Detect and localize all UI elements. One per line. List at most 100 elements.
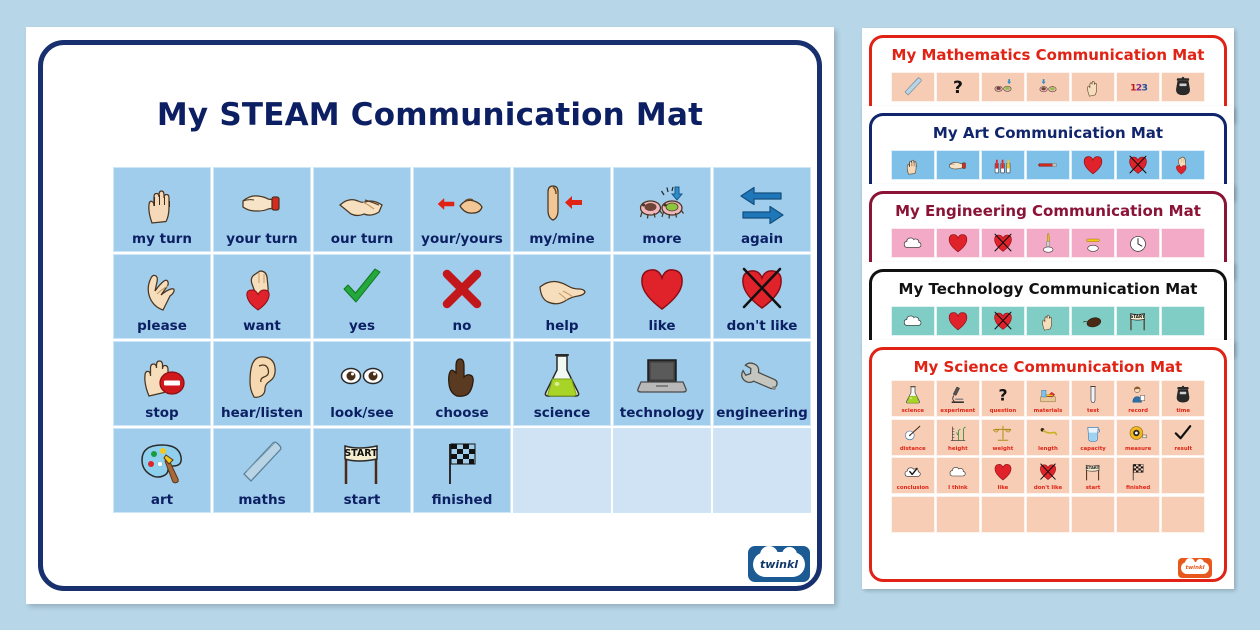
- mini-cell-more[interactable]: [981, 72, 1025, 102]
- mini-cell-red-heart[interactable]: [936, 228, 980, 258]
- mini-cell-empty[interactable]: [1116, 495, 1160, 533]
- symbol-cell-maths[interactable]: maths: [213, 428, 311, 513]
- symbol-cell-look-see[interactable]: look/see: [313, 341, 411, 426]
- mini-cell-height[interactable]: height: [936, 418, 980, 456]
- symbol-cell-no[interactable]: no: [413, 254, 511, 339]
- mini-cell-start-banner[interactable]: START: [1116, 306, 1160, 336]
- mini-cell-crossed-heart[interactable]: [1116, 150, 1160, 180]
- mini-cell-computer-mouse[interactable]: [1071, 306, 1115, 336]
- symbol-cell-more[interactable]: more: [613, 167, 711, 252]
- spanner-icon: [714, 342, 810, 407]
- symbol-label: technology: [619, 404, 705, 421]
- symbol-cell-stop[interactable]: stop: [113, 341, 211, 426]
- symbol-cell-hear-listen[interactable]: hear/listen: [213, 341, 311, 426]
- symbol-cell-empty[interactable]: [513, 428, 611, 513]
- mini-cell-result[interactable]: result: [1161, 418, 1205, 456]
- mini-cell-timer[interactable]: [1161, 72, 1205, 102]
- mini-cell-experiment[interactable]: experiment: [936, 380, 980, 417]
- symbol-cell-engineering[interactable]: engineering: [713, 341, 811, 426]
- mini-cell-hammer[interactable]: [1071, 228, 1115, 258]
- mini-cell-ruler[interactable]: [891, 72, 935, 102]
- mini-symbol-label: time: [1176, 407, 1191, 414]
- symbol-cell-my-turn[interactable]: my turn: [113, 167, 211, 252]
- mini-cell-finished[interactable]: finished: [1116, 457, 1160, 494]
- mini-cell-weight[interactable]: weight: [981, 418, 1025, 456]
- black-tick-icon: [1162, 420, 1204, 448]
- hand-reaching-heart-icon: [214, 255, 310, 320]
- symbol-cell-want[interactable]: want: [213, 254, 311, 339]
- symbol-cell-help[interactable]: help: [513, 254, 611, 339]
- mini-cell-paint-pots[interactable]: [981, 150, 1025, 180]
- mini-cell-thought-cloud[interactable]: [891, 306, 935, 336]
- symbol-cell-your-yours[interactable]: your/yours: [413, 167, 511, 252]
- mini-cell-test[interactable]: test: [1071, 380, 1115, 417]
- symbol-cell-your-turn[interactable]: your turn: [213, 167, 311, 252]
- mini-cell-crossed-heart[interactable]: [981, 306, 1025, 336]
- symbol-cell-my-mine[interactable]: my/mine: [513, 167, 611, 252]
- symbol-cell-technology[interactable]: technology: [613, 341, 711, 426]
- mini-cell-hand-reaching-heart[interactable]: [1161, 150, 1205, 180]
- symbol-cell-science[interactable]: science: [513, 341, 611, 426]
- mini-cell-time[interactable]: time: [1161, 380, 1205, 417]
- mini-cell-empty[interactable]: [1026, 495, 1070, 533]
- symbol-cell-finished[interactable]: finished: [413, 428, 511, 513]
- mini-symbol-label: height: [948, 446, 968, 453]
- mini-cell-hand[interactable]: [1071, 72, 1115, 102]
- mini-cell-length[interactable]: length: [1026, 418, 1070, 456]
- symbol-cell-like[interactable]: like: [613, 254, 711, 339]
- mini-cell-empty[interactable]: [1161, 495, 1205, 533]
- mini-cell-capacity[interactable]: capacity: [1071, 418, 1115, 456]
- mini-cell-record[interactable]: record: [1116, 380, 1160, 417]
- mini-cell-red-heart[interactable]: [936, 306, 980, 336]
- materials-tray-icon: [1027, 381, 1069, 409]
- mini-cell-clock[interactable]: [1116, 228, 1160, 258]
- symbol-label: your/yours: [421, 230, 503, 247]
- mini-cell-distance[interactable]: distance: [891, 418, 935, 456]
- mini-cell-pointing-hand[interactable]: [936, 150, 980, 180]
- mini-cell-red-heart[interactable]: [1071, 150, 1115, 180]
- mini-cell-empty[interactable]: [981, 495, 1025, 533]
- mini-cell-empty[interactable]: [1161, 457, 1205, 494]
- symbol-label: start: [343, 491, 381, 508]
- mini-cell-i-think[interactable]: I think: [936, 457, 980, 494]
- start-banner-icon: START: [1117, 307, 1159, 335]
- mat-border: [869, 269, 1227, 356]
- mat-border: [869, 191, 1227, 278]
- mini-cell-open-hand[interactable]: [891, 150, 935, 180]
- trundle-wheel-icon: [892, 420, 934, 448]
- symbol-cell-yes[interactable]: yes: [313, 254, 411, 339]
- mini-cell-question[interactable]: ?question: [981, 380, 1025, 417]
- mini-cell-blank[interactable]: [1161, 306, 1205, 336]
- mini-cell-question-mark[interactable]: ?: [936, 72, 980, 102]
- symbol-cell-don-t-like[interactable]: don't like: [713, 254, 811, 339]
- mini-cell-don-t-like[interactable]: don't like: [1026, 457, 1070, 494]
- symbol-cell-empty[interactable]: [713, 428, 811, 513]
- mini-cell-like[interactable]: like: [981, 457, 1025, 494]
- symbol-cell-choose[interactable]: choose: [413, 341, 511, 426]
- mini-cell-hand[interactable]: [1026, 306, 1070, 336]
- mini-cell-thought-cloud[interactable]: [891, 228, 935, 258]
- mini-cell-crossed-heart[interactable]: [981, 228, 1025, 258]
- symbol-cell-please[interactable]: please: [113, 254, 211, 339]
- mini-cell-empty[interactable]: [1071, 495, 1115, 533]
- mini-cell-conclusion[interactable]: conclusion: [891, 457, 935, 494]
- mini-cell-materials[interactable]: materials: [1026, 380, 1070, 417]
- mini-cell-paintbrush[interactable]: [1026, 150, 1070, 180]
- mini-cell-science[interactable]: science: [891, 380, 935, 417]
- mini-cell-empty[interactable]: [936, 495, 980, 533]
- mini-cell-blank[interactable]: [1161, 228, 1205, 258]
- mini-cell-measure[interactable]: measure: [1116, 418, 1160, 456]
- symbol-cell-art[interactable]: art: [113, 428, 211, 513]
- symbol-cell-empty[interactable]: [613, 428, 711, 513]
- mini-cell-less[interactable]: [1026, 72, 1070, 102]
- symbol-cell-again[interactable]: again: [713, 167, 811, 252]
- mini-cell-empty[interactable]: [891, 495, 935, 533]
- twinkl-logo-text: twinkl: [759, 557, 799, 571]
- symbol-cell-our-turn[interactable]: our turn: [313, 167, 411, 252]
- mini-cell-screwdriver[interactable]: [1026, 228, 1070, 258]
